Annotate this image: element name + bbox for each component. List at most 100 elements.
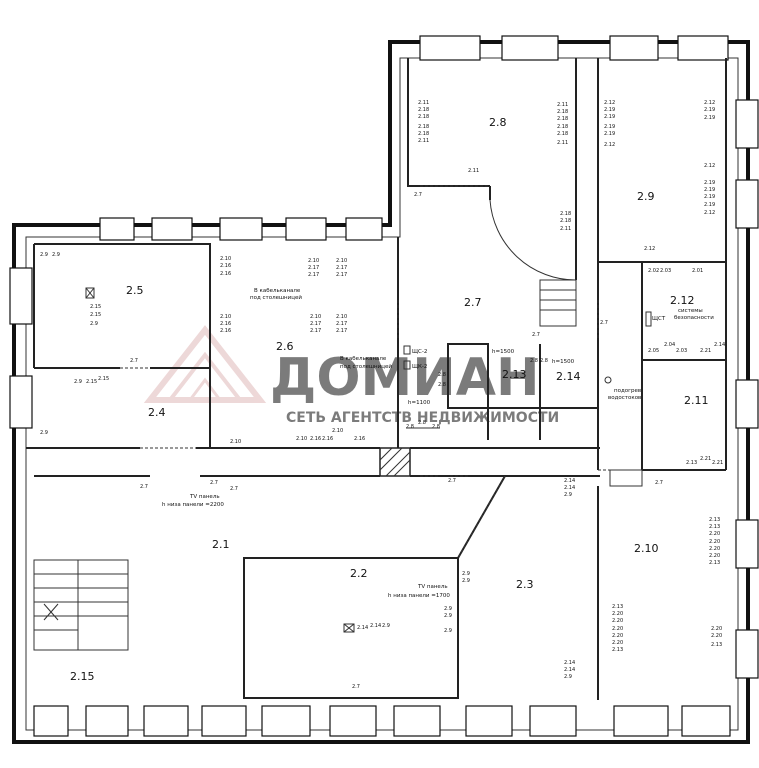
socket-tag: 2.19 [604,124,615,130]
cable-channel-note-1: В кабельканале [254,288,301,294]
security-systems-note-b: безопасности [674,315,714,321]
socket-tag: 2.10 [308,258,319,264]
socket-tag: 2.18 [560,211,571,217]
socket-tag: 2.8 [530,358,538,364]
socket-tag: 2.16 [354,436,365,442]
tv-panel-note-2: TV панель [417,584,448,590]
annotations: TV панель h низа панели =2200 TV панель … [162,288,714,599]
socket-tag: 2.16 [220,271,231,277]
socket-tag: 2.10 [332,428,343,434]
socket-tag: 2.7 [130,358,138,364]
cable-channel-note-1b: под столешницей [250,294,302,301]
socket-tag: 2.8 [540,358,548,364]
socket-tag: 2.11 [557,140,568,146]
socket-tag: 2.18 [418,114,429,120]
socket-tag: 2.14 [564,485,575,491]
room-2-8: 2.8 [489,116,507,129]
socket-tag: 2.9 [382,623,390,629]
stair-icon [33,559,129,651]
socket-tag: 2.11 [418,100,429,106]
socket-tag: 2.9 [90,321,98,327]
socket-tag: 2.10 [220,314,231,320]
socket-tag: 2.9 [52,252,60,258]
height-1100: h=1100 [408,400,431,406]
doors [120,185,642,559]
socket-tag: 2.10 [220,256,231,262]
socket-tag: 2.14 [564,478,575,484]
socket-tag: 2.9 [564,492,572,498]
socket-tag: 2.19 [704,187,715,193]
height-1500-b: h=1500 [552,359,575,365]
room-2-4: 2.4 [148,406,166,419]
socket-tag: 2.18 [557,109,568,115]
panel-shk2: ЩК-2 [412,364,427,370]
socket-tag: 2.12 [704,163,715,169]
watermark-tagline: СЕТЬ АГЕНТСТВ НЕДВИЖИМОСТИ [286,410,559,426]
height-1500-a: h=1500 [492,349,515,355]
socket-tag: 2.12 [644,246,655,252]
socket-tag: 2.21 [712,460,723,466]
partitions [26,58,727,700]
socket-tag: 2.16 [310,436,321,442]
socket-tag: 2.9 [564,674,572,680]
socket-tag: 2.12 [604,142,615,148]
room-2-2: 2.2 [350,567,368,580]
socket-tag: 2.7 [140,484,148,490]
socket-tag: 2.11 [560,226,571,232]
panel-shs2: ЩС-2 [412,349,427,355]
socket-tag: 2.19 [704,202,715,208]
room-2-9: 2.9 [637,190,655,203]
socket-tag: 2.17 [336,321,347,327]
tv-panel-height-note-2: h низа панели =1700 [388,593,450,599]
socket-tag: 2.13 [711,642,722,648]
socket-tag: 2.02 [648,268,659,274]
socket-tag: 2.20 [612,618,623,624]
socket-tag: 2.13 [709,517,720,523]
socket-tag: 2.20 [612,640,623,646]
socket-tag: 2.05 [648,348,659,354]
exterior-walls [12,40,750,744]
socket-tag: 2.03 [660,268,671,274]
socket-tag: 2.19 [604,131,615,137]
socket-tag: 2.16 [220,328,231,334]
socket-tag: 2.20 [709,546,720,552]
socket-tag: 2.10 [336,314,347,320]
socket-tag: 2.17 [310,328,321,334]
room-2-6: 2.6 [276,340,294,353]
room-2-12: 2.12 [670,294,695,307]
socket-tag: 2.9 [444,628,452,634]
socket-tag: 2.20 [711,633,722,639]
socket-tag: 2.17 [308,265,319,271]
socket-tag: 2.19 [704,115,715,121]
socket-tag: 2.20 [709,539,720,545]
tv-panel-height-note-1: h низа панели =2200 [162,502,224,508]
security-systems-note: системы [678,308,703,314]
shst-panel: ЩСТ [652,316,666,322]
socket-tag: 2.20 [709,553,720,559]
socket-tag: 2.13 [709,560,720,566]
socket-tag: 2.10 [230,439,241,445]
socket-tag: 2.19 [604,107,615,113]
socket-tag: 2.18 [557,131,568,137]
watermark-logo-icon [143,325,267,403]
socket-tag: 2.9 [462,571,470,577]
socket-tag: 2.19 [704,194,715,200]
socket-tag: 2.15 [86,379,97,385]
room-2-14: 2.14 [556,370,581,383]
cable-channel-note-2: В кабельканале [340,356,387,362]
socket-tag: 2.8 [418,420,426,426]
socket-tag: 2.21 [700,348,711,354]
socket-tag: 2.20 [612,611,623,617]
room-2-7: 2.7 [464,296,482,309]
socket-tag: 2.11 [557,102,568,108]
room-2-15: 2.15 [70,670,95,683]
socket-tag: 2.12 [604,100,615,106]
socket-tag: 2.18 [557,116,568,122]
socket-tag: 2.15 [90,304,101,310]
socket-tag: 2.7 [532,332,540,338]
socket-tag: 2.20 [612,633,623,639]
socket-tag: 2.19 [604,114,615,120]
socket-tag: 2.14 [564,667,575,673]
socket-tags: 2.11 2.18 2.18 2.18 2.18 2.11 2.11 2.18 … [40,100,725,690]
socket-tag: 2.9 [40,430,48,436]
